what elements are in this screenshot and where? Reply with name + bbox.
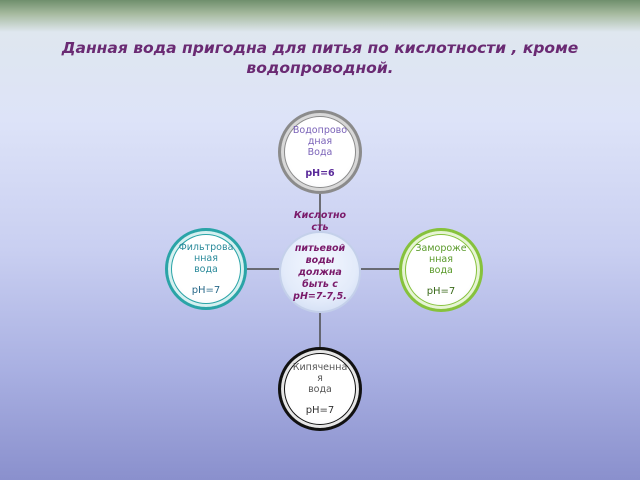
node-tap-water: Водопрово дная Вода pH=6: [278, 110, 362, 194]
center-node-line1: Кислотно сть: [293, 210, 347, 233]
node-filtered-water-label: Фильтрова нная вода: [178, 241, 234, 275]
slide-title: Данная вода пригодна для питья по кислот…: [0, 38, 640, 78]
center-node: [279, 231, 361, 313]
node-boiled-water-ph: pH=7: [305, 404, 335, 416]
slide-title-line1: Данная вода пригодна для питья по кислот…: [61, 39, 579, 57]
node-boiled-water: Кипяченна я вода pH=7: [278, 347, 362, 431]
slide-title-line2: водопроводной.: [246, 59, 394, 77]
center-node-line2: питьевой воды должна быть с pH=7-7,5.: [293, 243, 347, 302]
node-filtered-water-ph: pH=7: [191, 284, 221, 296]
node-frozen-water-ph: pH=7: [426, 285, 456, 297]
node-tap-water-ph: pH=6: [305, 167, 335, 179]
node-boiled-water-label: Кипяченна я вода: [292, 361, 348, 395]
node-filtered-water: Фильтрова нная вода pH=7: [165, 228, 247, 310]
center-node-text: Кислотно сть питьевой воды должна быть с…: [270, 210, 370, 303]
node-frozen-water: Заморожe нная вода pH=7: [399, 228, 483, 312]
node-tap-water-label: Водопрово дная Вода: [292, 124, 348, 158]
node-frozen-water-label: Заморожe нная вода: [415, 242, 467, 276]
